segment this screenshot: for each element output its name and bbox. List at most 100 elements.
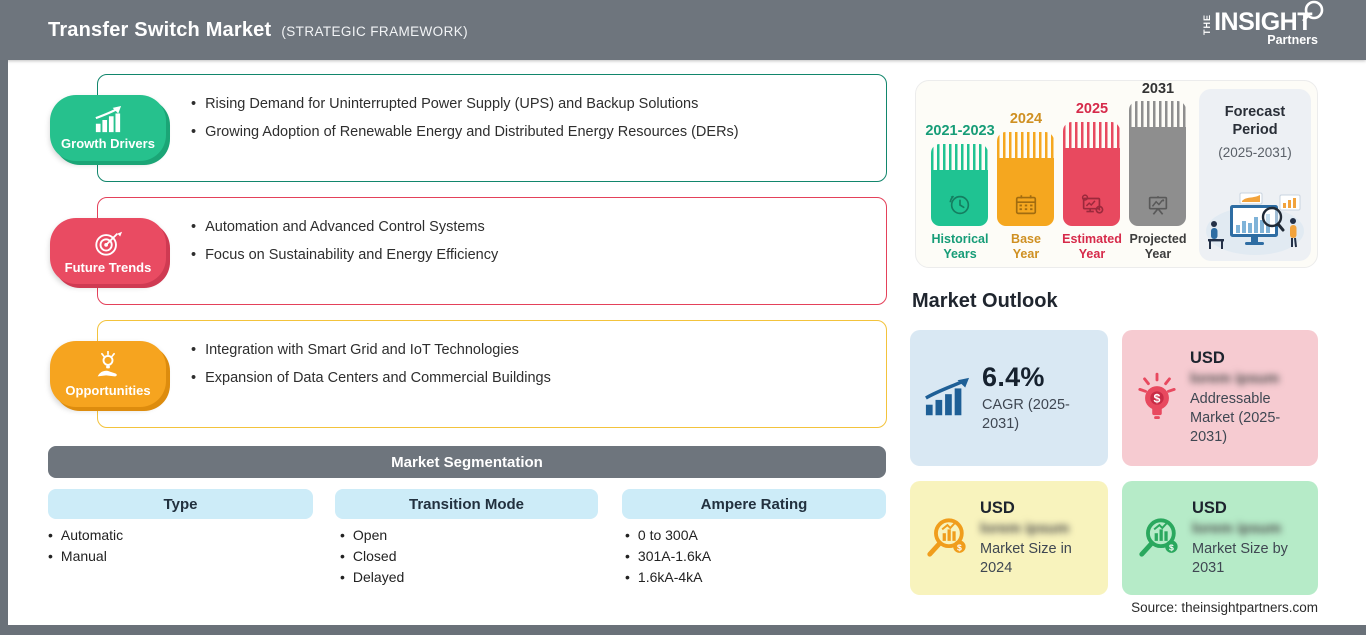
future-trends-list: Automation and Advanced Control Systems … bbox=[98, 198, 886, 265]
type-items: Automatic Manual bbox=[48, 525, 123, 567]
bullet-text: Integration with Smart Grid and IoT Tech… bbox=[205, 342, 519, 358]
page-subtitle: (STRATEGIC FRAMEWORK) bbox=[281, 23, 469, 39]
segment-item: 301A-1.6kA bbox=[637, 548, 712, 564]
forecast-line: Forecast bbox=[1224, 104, 1286, 120]
insight-partners-logo: The INSIGHT Partners bbox=[1202, 0, 1324, 47]
bar-body bbox=[997, 158, 1054, 226]
segment-header-type: Type bbox=[48, 489, 313, 519]
logo-name-text: INSIGHT bbox=[1214, 8, 1312, 36]
segment-item: Delayed bbox=[352, 569, 405, 585]
header-titles: Transfer Switch Market (STRATEGIC FRAMEW… bbox=[48, 19, 468, 42]
forecast-range: (2025-2031) bbox=[1218, 145, 1292, 160]
timeline-bar-base bbox=[997, 132, 1054, 226]
card-caption: Market Size in 2024 bbox=[980, 540, 1072, 576]
clock-history-icon bbox=[948, 195, 969, 215]
list-item: 1.6kA-4kA bbox=[625, 567, 711, 588]
opportunities-badge: Opportunities bbox=[50, 341, 166, 407]
magnifier-icon-wrap: $ bbox=[1136, 515, 1180, 561]
bar-body bbox=[931, 170, 988, 226]
magnifier-chart-icon-green: $ bbox=[1139, 518, 1178, 557]
badge-label: Future Trends bbox=[64, 259, 152, 275]
svg-text:$: $ bbox=[1154, 391, 1161, 405]
market-outlook-title: Market Outlook bbox=[912, 290, 1058, 312]
logo-name: INSIGHT bbox=[1214, 0, 1324, 36]
bullet-text: Focus on Sustainability and Energy Effic… bbox=[205, 247, 499, 263]
segment-item: 0 to 300A bbox=[637, 527, 698, 543]
bar-body bbox=[1063, 148, 1120, 226]
ampere-rating-items: 0 to 300A 301A-1.6kA 1.6kA-4kA bbox=[625, 525, 711, 588]
growth-drivers-box: Rising Demand for Uninterrupted Power Su… bbox=[97, 74, 887, 182]
badge-label: Opportunities bbox=[65, 382, 151, 398]
market-size-2024-card: $ USD lorem ipsum Market Size in 2024 bbox=[910, 481, 1108, 595]
list-item: Expansion of Data Centers and Commercial… bbox=[191, 368, 866, 388]
timeline-bar-label: Historical Years bbox=[926, 232, 994, 261]
addressable-market-text: USD lorem ipsum Addressable Market (2025… bbox=[1190, 349, 1306, 447]
bulb-in-hand-icon bbox=[97, 350, 117, 376]
logo-row: The INSIGHT bbox=[1202, 0, 1324, 36]
forecast-period-panel: Forecast Period (2025-2031) bbox=[1199, 89, 1311, 261]
segment-item: Manual bbox=[60, 548, 107, 564]
addressable-market-card: $ USD lorem ipsum Addressable Market (20… bbox=[1122, 330, 1318, 466]
segment-item: Automatic bbox=[60, 527, 124, 543]
list-item: Closed bbox=[340, 546, 404, 567]
logo-the: The bbox=[1202, 14, 1213, 35]
segment-header-transition-mode: Transition Mode bbox=[335, 489, 598, 519]
bulb-icon-wrap: $ bbox=[1136, 372, 1178, 424]
bar-body bbox=[1129, 127, 1186, 226]
bullet-text: Expansion of Data Centers and Commercial… bbox=[205, 370, 551, 386]
growth-drivers-list: Rising Demand for Uninterrupted Power Su… bbox=[98, 75, 886, 142]
monitor-gear-icon bbox=[1081, 194, 1103, 214]
label-line: Year bbox=[1012, 246, 1040, 261]
segment-item: Closed bbox=[352, 548, 397, 564]
bullet-text: Automation and Advanced Control Systems bbox=[205, 219, 485, 235]
timeline-year: 2021-2023 bbox=[925, 123, 995, 139]
redacted-value: lorem ipsum bbox=[1190, 370, 1280, 387]
cagr-card: 6.4% CAGR (2025-2031) bbox=[910, 330, 1108, 466]
magnifier-lens-icon bbox=[1302, 0, 1324, 22]
list-item: Growing Adoption of Renewable Energy and… bbox=[191, 122, 866, 142]
opportunities-box: Integration with Smart Grid and IoT Tech… bbox=[97, 320, 887, 428]
page-title: Transfer Switch Market bbox=[48, 18, 272, 41]
list-item: Manual bbox=[48, 546, 123, 567]
bar-stripe-cap bbox=[1129, 101, 1186, 127]
cagr-value: 6.4% bbox=[982, 362, 1045, 392]
redacted-value: lorem ipsum bbox=[1192, 519, 1282, 537]
svg-text:$: $ bbox=[957, 542, 962, 552]
logo-partners: Partners bbox=[1267, 33, 1318, 47]
timeline-bar-label: Projected Year bbox=[1124, 232, 1192, 261]
market-size-2031-card: $ USD lorem ipsum Market Size by 2031 bbox=[1122, 481, 1318, 595]
cagr-icon-wrap bbox=[924, 377, 970, 419]
timeline-bar-projected bbox=[1129, 101, 1186, 226]
badge-label: Growth Drivers bbox=[61, 135, 155, 151]
list-item: Rising Demand for Uninterrupted Power Su… bbox=[191, 94, 866, 114]
segment-item: 1.6kA-4kA bbox=[637, 569, 703, 585]
list-item: Automatic bbox=[48, 525, 123, 546]
label-line: Estimated bbox=[1062, 232, 1122, 246]
market-size-2024-text: USD lorem ipsum Market Size in 2024 bbox=[980, 499, 1096, 578]
bulb-dollar-icon: $ bbox=[1138, 372, 1176, 419]
header-bar: Transfer Switch Market (STRATEGIC FRAMEW… bbox=[0, 0, 1366, 60]
currency-label: USD bbox=[980, 498, 1015, 517]
label-line: Base bbox=[1011, 232, 1041, 246]
svg-text:$: $ bbox=[1169, 542, 1174, 552]
timeline-bar-historical bbox=[931, 144, 988, 226]
bullet-text: Growing Adoption of Renewable Energy and… bbox=[205, 124, 739, 140]
timeline-year: 2025 bbox=[1075, 101, 1109, 117]
list-item: 301A-1.6kA bbox=[625, 546, 711, 567]
future-trends-box: Automation and Advanced Control Systems … bbox=[97, 197, 887, 305]
bottom-edge-bar bbox=[8, 625, 1366, 635]
segment-item: Open bbox=[352, 527, 388, 543]
bullet-text: Rising Demand for Uninterrupted Power Su… bbox=[205, 96, 699, 112]
timeline-bar-estimated bbox=[1063, 122, 1120, 226]
list-item: Integration with Smart Grid and IoT Tech… bbox=[191, 340, 866, 360]
list-item: 0 to 300A bbox=[625, 525, 711, 546]
cagr-text: 6.4% CAGR (2025-2031) bbox=[982, 362, 1096, 434]
forecast-line: Period bbox=[1232, 122, 1278, 138]
magnifier-chart-icon-orange: $ bbox=[927, 518, 966, 557]
timeline-year: 2024 bbox=[1009, 111, 1043, 127]
transition-mode-items: Open Closed Delayed bbox=[340, 525, 404, 588]
research-timeline-card: 2021-2023 2024 2025 2031 bbox=[915, 80, 1318, 268]
segment-header-ampere-rating: Ampere Rating bbox=[622, 489, 886, 519]
list-item: Delayed bbox=[340, 567, 404, 588]
